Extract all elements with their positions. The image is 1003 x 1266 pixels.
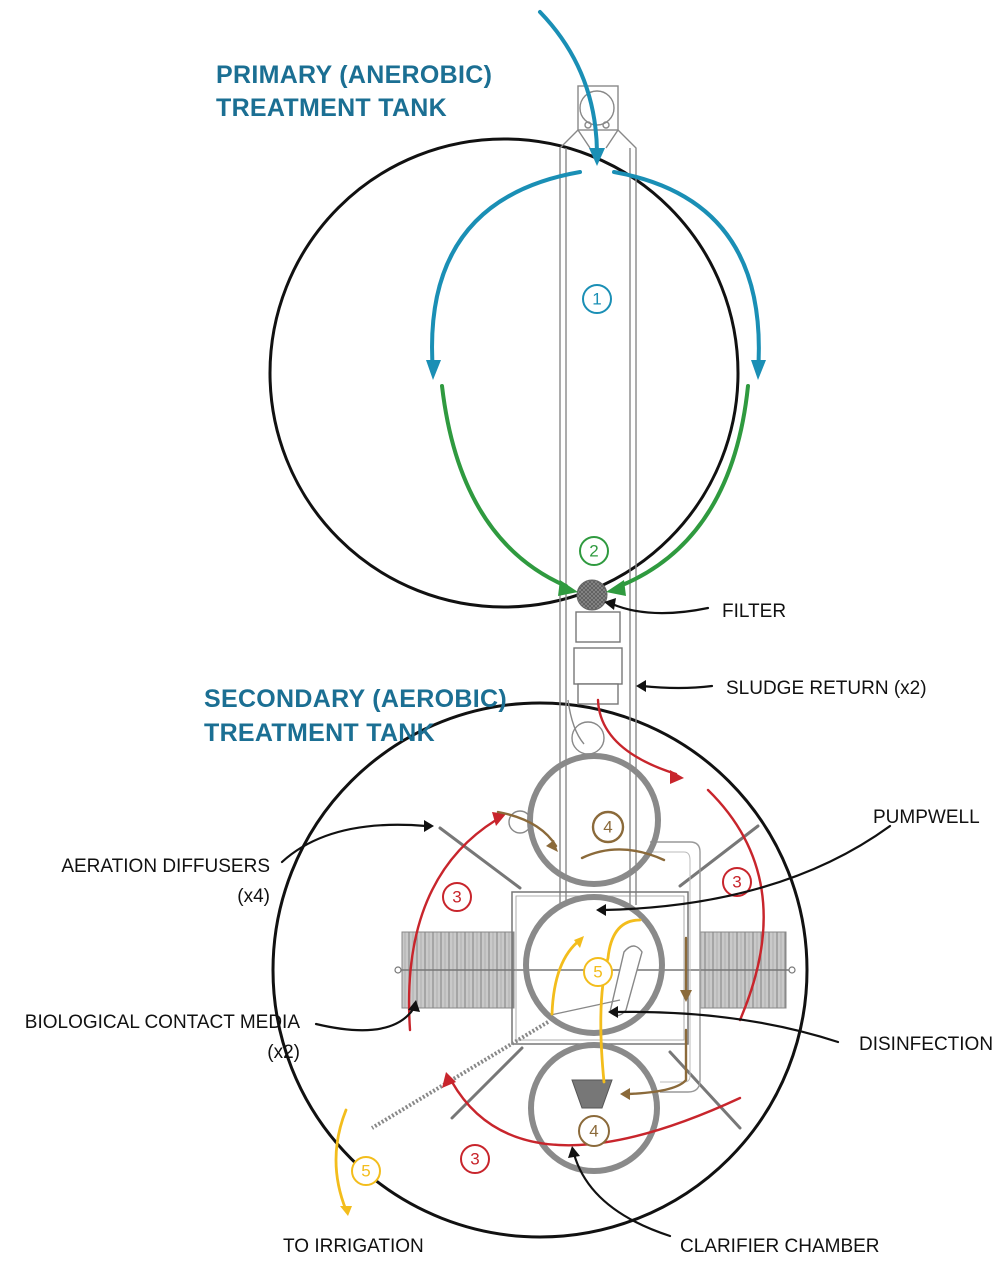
stage3-marker-right: 3: [722, 867, 752, 897]
secondary-tank-title-line1: SECONDARY (AEROBIC): [204, 685, 507, 713]
pumpwell-label: PUMPWELL: [873, 807, 980, 828]
stage1-number: 1: [592, 290, 601, 309]
leader-lines: [280, 602, 892, 1238]
filter-housing: [573, 611, 623, 705]
stage2-number: 2: [589, 542, 598, 561]
clarifier-cone: [571, 1079, 613, 1109]
filter-element: [576, 579, 608, 611]
primary-tank-title-line2: TREATMENT TANK: [216, 94, 447, 122]
sludge-return-label: SLUDGE RETURN (x2): [726, 678, 927, 699]
stage3-marker-left: 3: [442, 882, 472, 912]
stage5-arrowheads: [340, 936, 584, 1216]
primary-tank-outline: [268, 137, 740, 609]
stage5-number-outlet: 5: [361, 1162, 370, 1181]
stage1-marker: 1: [582, 284, 612, 314]
aeration-diffuser-arms: [438, 824, 760, 1130]
pumpwell-duct: [650, 841, 701, 1093]
central-pipe: [559, 85, 637, 905]
stage1-arrowheads: [426, 148, 766, 380]
stage3-number-right: 3: [732, 873, 741, 892]
disinfection-label: DISINFECTION: [859, 1034, 993, 1055]
aeration-diffusers-count: (x4): [237, 886, 270, 907]
contact-media-count: (x2): [267, 1042, 300, 1063]
stage4-marker-upper: 4: [591, 810, 625, 844]
stage3-number-bottom: 3: [470, 1150, 479, 1169]
stage2-flow: [440, 384, 750, 588]
clarifier-chamber-label: CLARIFIER CHAMBER: [680, 1236, 880, 1257]
secondary-tank-title-line2: TREATMENT TANK: [204, 719, 435, 747]
irrigation-label: TO IRRIGATION: [283, 1236, 424, 1257]
stage2-arrowheads: [558, 580, 626, 596]
stage2-marker: 2: [579, 536, 609, 566]
leader-arrowheads: [408, 598, 646, 1158]
aeration-diffusers-label: AERATION DIFFUSERS: [61, 856, 270, 877]
stage3-marker-bottom: 3: [460, 1144, 490, 1174]
stage3-flow: [407, 698, 765, 1147]
upper-chamber: [527, 753, 661, 887]
stage4-marker-lower: 4: [578, 1115, 610, 1147]
pumpwell-chamber: [523, 894, 665, 1036]
stage5-marker-outlet: 5: [351, 1156, 381, 1186]
stage5-marker-center: 5: [583, 957, 613, 987]
clarifier-chamber: [528, 1042, 660, 1174]
stage3-arrowheads: [442, 770, 684, 1088]
stage4-number-upper: 4: [603, 818, 612, 837]
stage5-number-center: 5: [593, 963, 602, 982]
stage4-arrowheads: [546, 840, 692, 1100]
filter-label: FILTER: [722, 601, 786, 622]
stage4-number-lower: 4: [589, 1122, 598, 1141]
stage3-number-left: 3: [452, 888, 461, 907]
contact-media-label: BIOLOGICAL CONTACT MEDIA: [25, 1012, 301, 1033]
stage1-flow: [430, 10, 761, 374]
primary-tank-title-line1: PRIMARY (ANEROBIC): [216, 61, 492, 89]
